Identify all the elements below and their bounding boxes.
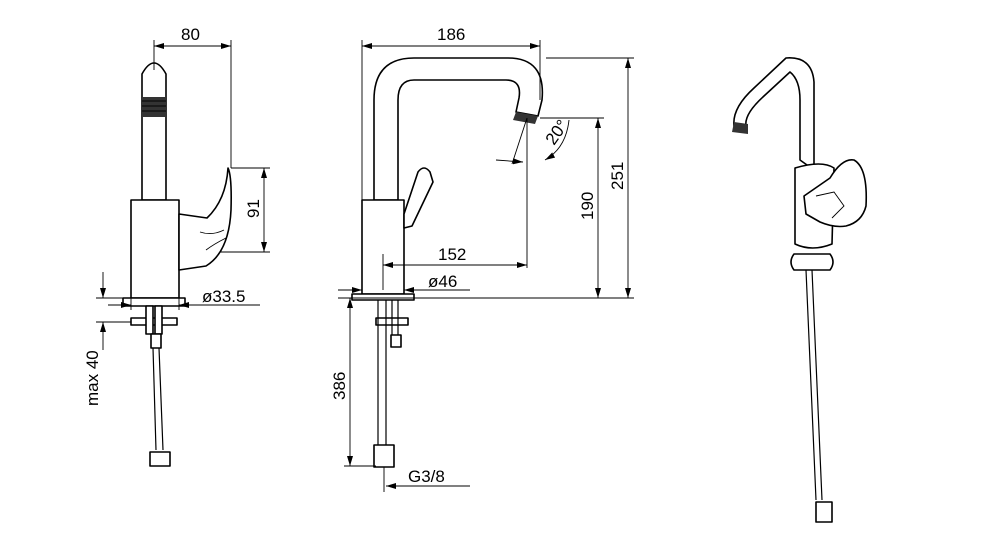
front-aerator bbox=[513, 112, 538, 124]
dim-80-label: 80 bbox=[181, 25, 200, 44]
front-spout bbox=[373, 57, 544, 201]
side-hose-nut bbox=[149, 451, 171, 467]
dim-152-label: 152 bbox=[438, 245, 466, 264]
dim-20-degree-label: 20° bbox=[542, 116, 572, 148]
dim-diameter-46-label: ø46 bbox=[428, 272, 457, 291]
side-view: 80 91 ø33.5 max 40 bbox=[83, 25, 270, 467]
dim-251-label: 251 bbox=[608, 162, 627, 190]
front-view: 186 251 190 20° 152 ø46 386 G bbox=[330, 25, 634, 492]
side-stud bbox=[145, 305, 154, 335]
side-hose bbox=[152, 347, 164, 451]
dim-g3-8-label: G3/8 bbox=[408, 467, 445, 486]
dim-190-label: 190 bbox=[578, 192, 597, 220]
perspective-view bbox=[732, 57, 868, 523]
side-spout bbox=[141, 62, 167, 201]
dim-91-label: 91 bbox=[244, 199, 263, 218]
perspective-hose bbox=[805, 269, 823, 501]
side-hose-top bbox=[150, 333, 162, 349]
front-hoses bbox=[377, 300, 399, 445]
dim-max-40-label: max 40 bbox=[83, 350, 102, 406]
front-handle bbox=[403, 167, 434, 229]
front-hose-nut bbox=[373, 444, 395, 468]
dim-diameter-33-5-label: ø33.5 bbox=[202, 287, 245, 306]
side-handle bbox=[178, 167, 232, 271]
side-body bbox=[130, 199, 180, 299]
perspective-hose-nut bbox=[815, 501, 833, 523]
side-mount-plate bbox=[130, 317, 178, 326]
front-base-plate bbox=[351, 293, 415, 301]
dim-186-label: 186 bbox=[437, 25, 465, 44]
side-base-plate bbox=[122, 297, 186, 307]
dim-386-label: 386 bbox=[330, 372, 349, 400]
perspective-base bbox=[790, 253, 834, 271]
perspective-spout bbox=[733, 57, 815, 171]
side-aerator bbox=[142, 97, 166, 117]
